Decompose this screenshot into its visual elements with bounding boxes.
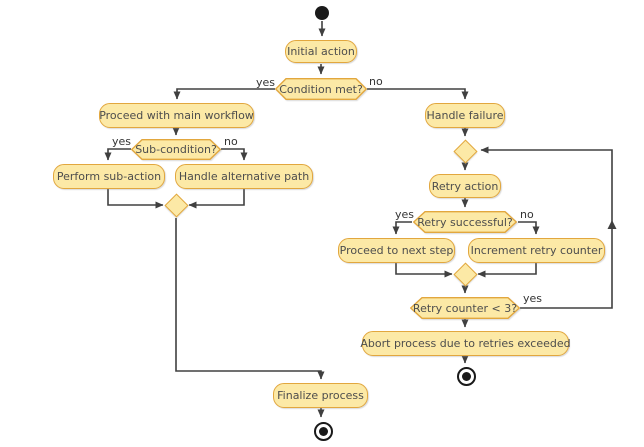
edge-subcondition-yes — [104, 148, 131, 161]
action-label: Handle failure — [426, 109, 504, 122]
edge-label-subcondition-no: no — [224, 135, 238, 148]
edge-retry-successful-no — [518, 221, 540, 235]
action-label: Finalize process — [277, 389, 364, 402]
edge-merge-to-finalize — [175, 218, 325, 380]
decision-condition-met: Condition met? — [275, 78, 367, 100]
action-label: Increment retry counter — [470, 244, 603, 257]
action-label: Proceed with main workflow — [99, 109, 254, 122]
final-node-right — [456, 366, 476, 386]
decision-label: Condition met? — [279, 82, 363, 96]
action-retry-action: Retry action — [429, 174, 501, 198]
action-proceed-next-step: Proceed to next step — [338, 238, 455, 263]
initial-node — [315, 6, 329, 20]
edge-increment-to-merge — [477, 263, 537, 278]
hexagon-shape — [413, 211, 517, 233]
action-label: Proceed to next step — [339, 244, 454, 257]
decision-label: Retry successful? — [417, 215, 513, 229]
hexagon-shape — [410, 297, 520, 319]
action-increment-retry-counter: Increment retry counter — [468, 238, 605, 263]
hexagon-shape — [275, 78, 367, 100]
edge-retry-successful-yes — [392, 221, 412, 235]
action-label: Initial action — [287, 45, 355, 58]
action-finalize-process: Finalize process — [273, 383, 368, 408]
edge-label-retry-counter-yes: yes — [523, 292, 543, 305]
action-proceed-main-workflow: Proceed with main workflow — [99, 103, 254, 128]
final-node-dot — [318, 426, 328, 436]
decision-sub-condition: Sub-condition? — [131, 139, 221, 160]
edge-condition-no — [367, 88, 469, 100]
action-perform-sub-action: Perform sub-action — [53, 164, 165, 189]
final-node-dot — [461, 371, 471, 381]
edge-condition-yes — [173, 88, 275, 100]
edge-proceednext-to-merge — [395, 263, 453, 278]
loopback-mid-arrowhead — [607, 220, 617, 229]
decision-label: Sub-condition? — [135, 143, 217, 156]
edge-perform-to-merge — [107, 189, 164, 209]
edge-label-condition-no: no — [369, 75, 383, 88]
hexagon-shape — [131, 139, 221, 160]
action-abort-process: Abort process due to retries exceeded — [360, 331, 571, 356]
edge-label-subcondition-yes: yes — [112, 135, 132, 148]
edge-alternative-to-merge — [188, 189, 245, 209]
edge-label-condition-yes: yes — [256, 76, 276, 89]
action-label: Perform sub-action — [56, 170, 162, 183]
action-handle-failure: Handle failure — [425, 103, 505, 128]
action-handle-alternative-path: Handle alternative path — [175, 164, 313, 189]
edge-label-retry-successful-no: no — [520, 208, 534, 221]
action-label: Retry action — [431, 179, 499, 193]
edge-label-retry-successful-yes: yes — [395, 208, 415, 221]
action-initial-action: Initial action — [285, 40, 357, 63]
action-label: Abort process due to retries exceeded — [360, 337, 571, 350]
decision-retry-successful: Retry successful? — [413, 211, 517, 233]
edge-subcondition-no — [221, 148, 248, 161]
action-label: Handle alternative path — [178, 170, 310, 183]
final-node-left — [313, 421, 333, 441]
decision-label: Retry counter < 3? — [412, 301, 518, 315]
decision-retry-counter: Retry counter < 3? — [410, 297, 520, 319]
